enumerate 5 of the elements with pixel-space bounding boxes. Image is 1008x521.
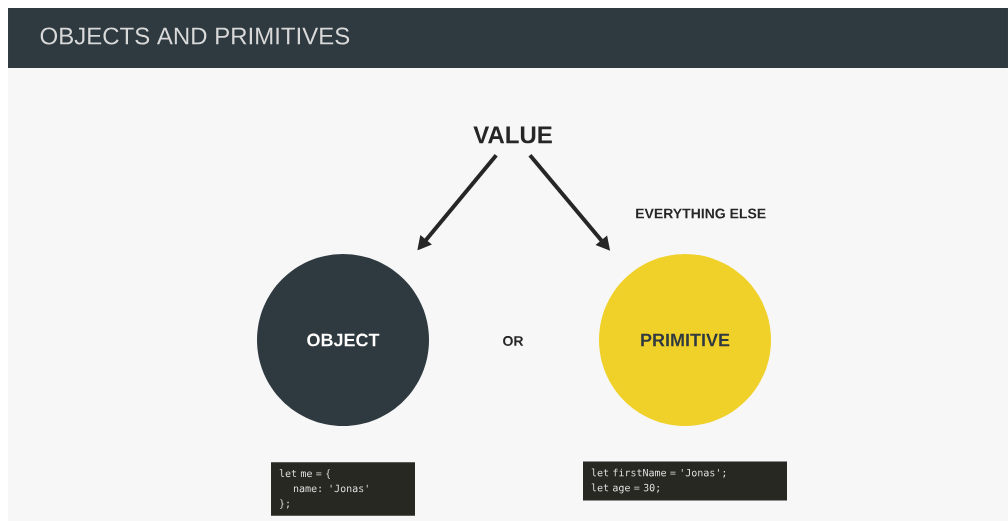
- connector-word: OR: [503, 336, 524, 346]
- code-block: let firstName = 'Jonas'; let age = 30;: [583, 461, 787, 501]
- value-label: VALUE: [473, 126, 552, 144]
- code-block: let me = { name: 'Jonas' };: [271, 462, 415, 516]
- header-bar: OBJECTS AND PRIMITIVES: [8, 8, 1008, 68]
